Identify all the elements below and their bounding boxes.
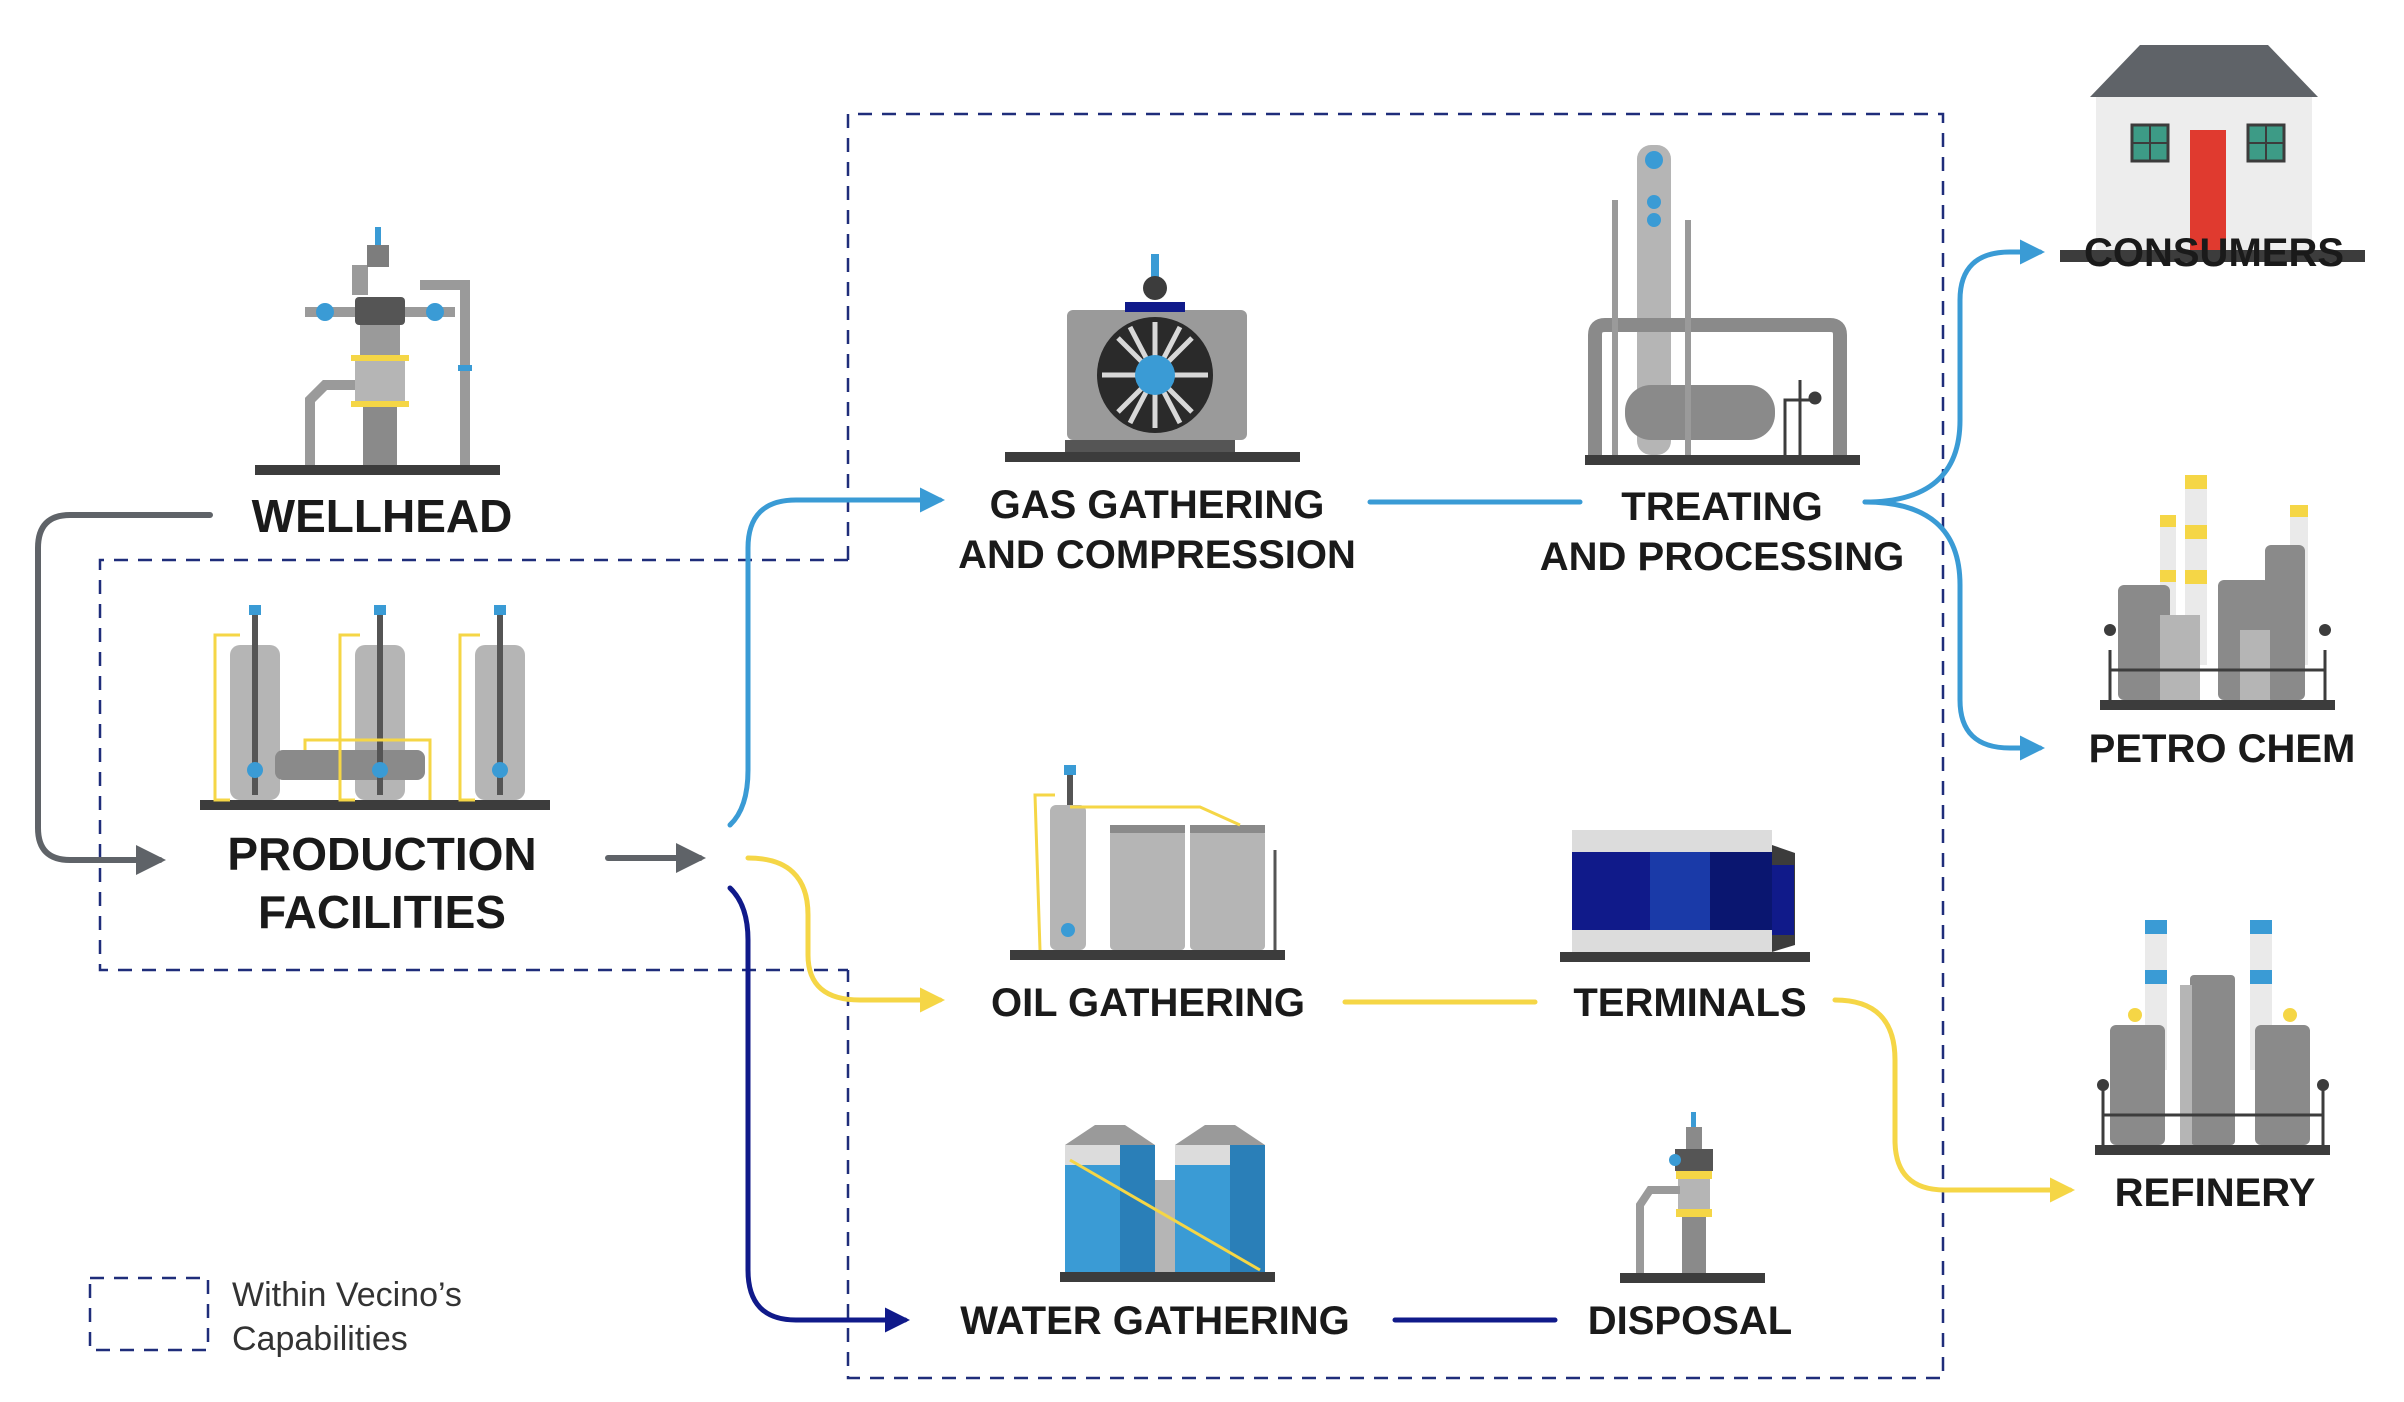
water-flow	[727, 885, 1558, 1333]
capability-boundary	[98, 112, 1945, 1380]
refinery-label: REFINERY	[2115, 1171, 2316, 1215]
terminals-label: TERMINALS	[1573, 981, 1806, 1025]
legend-label-line1: Within Vecino’s	[232, 1276, 462, 1314]
compressor-icon	[1005, 254, 1300, 462]
treating-label-line1: TREATING	[1621, 485, 1822, 529]
consumers-label: CONSUMERS	[2084, 231, 2344, 275]
production-facility-icon	[200, 605, 550, 810]
production-label-line1: PRODUCTION	[227, 828, 536, 880]
oil-tanks-icon	[1010, 765, 1285, 960]
gas-gathering-label-line1: GAS GATHERING	[990, 483, 1325, 527]
petrochemical-plant-icon	[2100, 475, 2335, 710]
treating-label-line2: AND PROCESSING	[1540, 535, 1905, 579]
refinery-icon	[2095, 920, 2330, 1155]
wellhead-icon	[255, 227, 500, 475]
legend-box	[88, 1276, 210, 1352]
wellhead-flow	[35, 512, 706, 875]
production-label-line2: FACILITIES	[258, 886, 506, 938]
oil-flow	[745, 855, 2075, 1203]
wellhead-label: WELLHEAD	[252, 490, 513, 542]
processing-tower-icon	[1585, 145, 1860, 465]
house-icon	[2060, 45, 2365, 262]
terminal-tank-icon	[1560, 830, 1810, 962]
water-silos-icon	[1060, 1125, 1275, 1282]
legend-label-line2: Capabilities	[232, 1320, 408, 1358]
gas-gathering-label-line2: AND COMPRESSION	[958, 533, 1356, 577]
oil-gathering-label: OIL GATHERING	[991, 981, 1305, 1025]
water-gathering-label: WATER GATHERING	[960, 1299, 1350, 1343]
disposal-well-icon	[1620, 1112, 1765, 1283]
gas-flow	[727, 239, 2045, 828]
disposal-label: DISPOSAL	[1588, 1299, 1792, 1343]
petro-chem-label: PETRO CHEM	[2089, 727, 2356, 771]
